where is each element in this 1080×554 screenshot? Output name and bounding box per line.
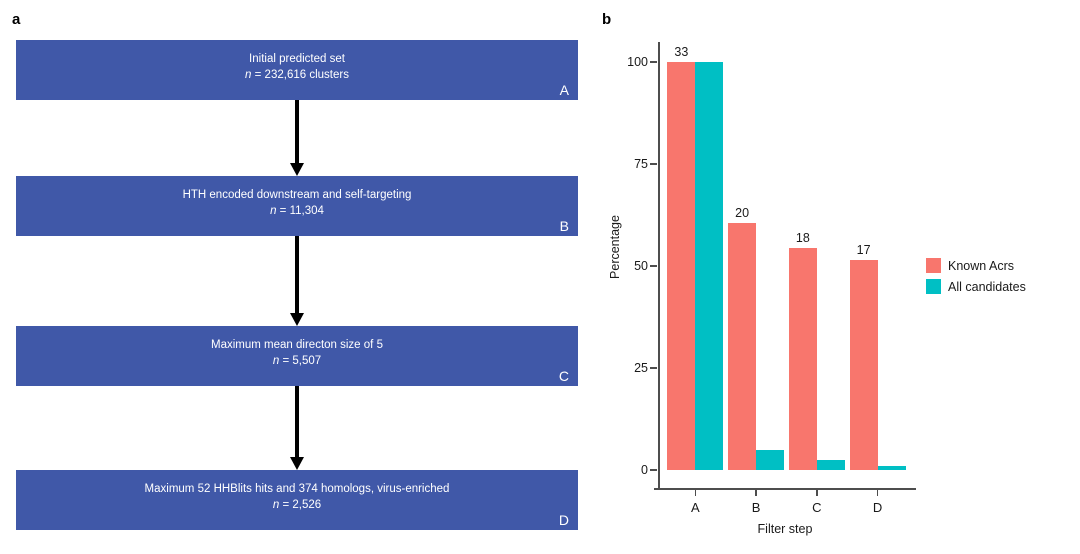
arrow-head bbox=[290, 457, 304, 470]
flow-box-d-text: Maximum 52 HHBlits hits and 374 homologs… bbox=[16, 481, 578, 513]
bar-value-label: 20 bbox=[735, 205, 750, 220]
flow-box-b: HTH encoded downstream and self-targetin… bbox=[16, 176, 578, 236]
bar bbox=[667, 62, 696, 470]
flow-box-c: Maximum mean directon size of 5 n = 5,50… bbox=[16, 326, 578, 386]
legend-label: All candidates bbox=[948, 279, 1026, 294]
y-axis-line bbox=[658, 42, 660, 488]
flow-box-c-title: Maximum mean directon size of 5 bbox=[211, 339, 383, 351]
flow-box-d-n-value: = 2,526 bbox=[279, 499, 322, 511]
flow-box-d-n-symbol: n bbox=[272, 499, 280, 511]
x-axis-tick bbox=[816, 489, 818, 496]
flow-box-c-tag: C bbox=[558, 368, 569, 384]
arrow-b-to-c-icon bbox=[290, 236, 304, 326]
x-axis-tick-label: B bbox=[751, 500, 761, 515]
panel-b-barchart: b 0 25 50 75 100 A B C D 33 20 18 17 Filter step P… bbox=[596, 0, 1080, 554]
flow-box-d-title: Maximum 52 HHBlits hits and 374 homologs… bbox=[144, 483, 450, 495]
x-axis-tick bbox=[694, 489, 697, 496]
bar-value-label: 18 bbox=[795, 230, 810, 245]
x-axis-tick-label: A bbox=[691, 500, 700, 515]
panel-b-label: b bbox=[602, 11, 612, 28]
y-axis-tick bbox=[650, 265, 657, 267]
flow-box-b-n-value: = 11,304 bbox=[276, 205, 324, 217]
panel-a-label: a bbox=[12, 11, 21, 28]
flow-box-b-text: HTH encoded downstream and self-targetin… bbox=[16, 187, 578, 219]
y-axis-tick bbox=[650, 163, 657, 165]
flow-box-a-tag: A bbox=[559, 82, 569, 98]
flow-box-b-title: HTH encoded downstream and self-targetin… bbox=[182, 189, 412, 201]
flow-box-c-text: Maximum mean directon size of 5 n = 5,50… bbox=[16, 337, 578, 369]
flow-box-c-n-symbol: n bbox=[272, 355, 280, 367]
y-axis-tick-label: 75 bbox=[634, 157, 648, 171]
x-axis-tick bbox=[755, 489, 757, 496]
arrow-c-to-d-icon bbox=[290, 386, 304, 470]
flow-box-a: Initial predicted set n = 232,616 cluste… bbox=[16, 40, 578, 100]
flow-box-b-tag: B bbox=[559, 218, 569, 234]
arrow-shaft bbox=[295, 236, 299, 313]
plot-area: 33 20 18 17 bbox=[665, 46, 908, 470]
flow-box-a-text: Initial predicted set n = 232,616 cluste… bbox=[16, 51, 578, 83]
y-axis-title: Percentage bbox=[608, 215, 622, 279]
arrow-a-to-b-icon bbox=[290, 100, 304, 176]
bar bbox=[756, 450, 785, 470]
y-axis-tick bbox=[650, 469, 657, 471]
y-axis-tick bbox=[650, 367, 657, 369]
flow-box-c-n-value: = 5,507 bbox=[279, 355, 322, 367]
bar-value-label: 17 bbox=[856, 242, 871, 257]
y-axis-tick-label: 0 bbox=[641, 463, 648, 477]
flow-box-d: Maximum 52 HHBlits hits and 374 homologs… bbox=[16, 470, 578, 530]
bar-value-label: 33 bbox=[674, 45, 689, 59]
x-axis-tick bbox=[876, 489, 879, 496]
y-axis-tick-label: 25 bbox=[634, 361, 648, 375]
x-axis-line bbox=[654, 488, 916, 490]
flow-box-b-n-symbol: n bbox=[270, 205, 277, 217]
x-axis-title: Filter step bbox=[757, 522, 813, 536]
arrow-head bbox=[290, 313, 304, 326]
legend-label: Known Acrs bbox=[948, 258, 1015, 273]
bar bbox=[849, 259, 878, 470]
flow-box-d-tag: D bbox=[558, 512, 569, 528]
arrow-shaft bbox=[295, 386, 299, 457]
legend-item: Known Acrs bbox=[926, 255, 1026, 276]
x-axis-tick-label: D bbox=[872, 500, 883, 515]
bar bbox=[728, 222, 757, 470]
legend-item: All candidates bbox=[926, 276, 1026, 297]
bar bbox=[877, 465, 906, 470]
arrow-shaft bbox=[295, 100, 299, 163]
y-axis-tick-label: 50 bbox=[634, 259, 648, 273]
panel-a-flowchart: a Initial predicted set n = 232,616 clus… bbox=[12, 11, 578, 530]
bar bbox=[695, 62, 724, 470]
x-axis-tick-label: C bbox=[812, 500, 822, 515]
legend-swatch-icon bbox=[926, 258, 941, 273]
flow-box-a-n-value: = 232,616 clusters bbox=[251, 69, 349, 81]
flow-box-a-n-symbol: n bbox=[245, 69, 252, 81]
bar bbox=[816, 460, 845, 470]
legend-swatch-icon bbox=[926, 279, 941, 294]
bar bbox=[788, 247, 817, 470]
flow-box-a-title: Initial predicted set bbox=[249, 53, 345, 65]
y-axis-tick-label: 100 bbox=[627, 55, 648, 69]
y-axis-tick bbox=[650, 61, 657, 63]
arrow-head bbox=[290, 163, 304, 176]
